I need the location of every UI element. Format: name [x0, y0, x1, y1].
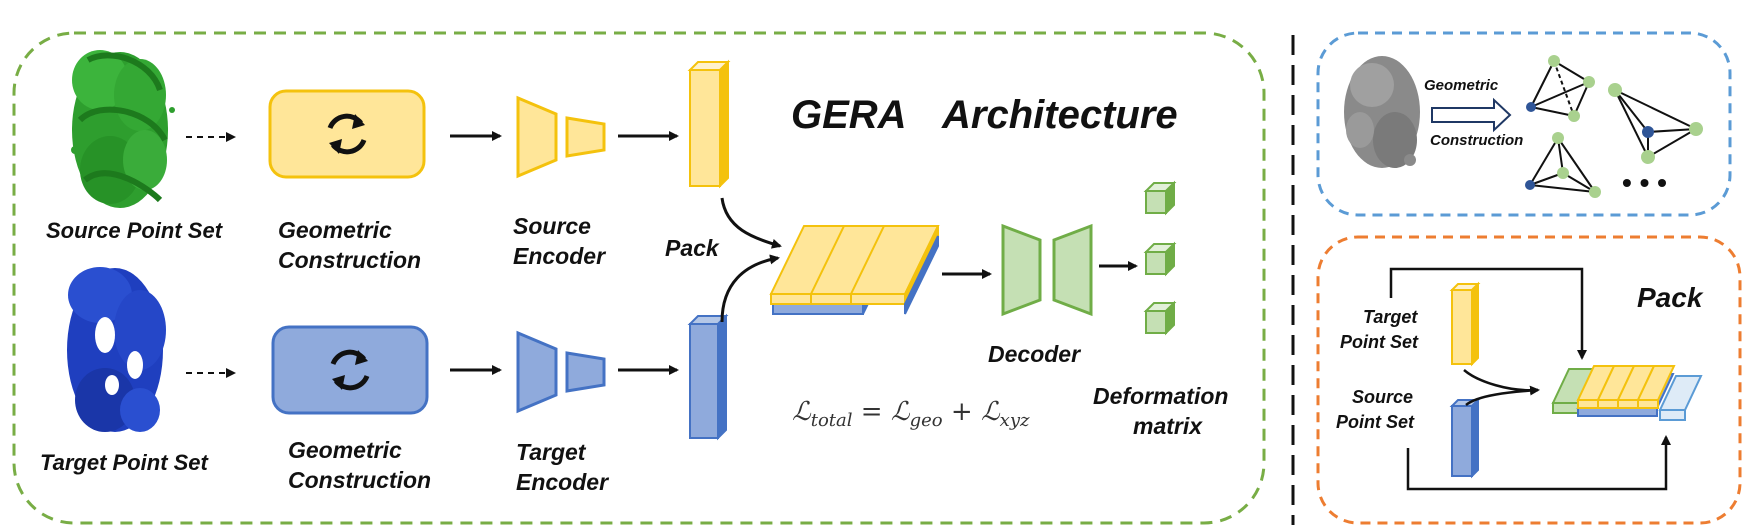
- geometric-panel-border: [1316, 31, 1732, 217]
- packed-tensor: [769, 225, 940, 315]
- pack-panel-bottom-bracket-arrow: [1406, 435, 1671, 491]
- deformation-matrix-cubes: [1143, 180, 1177, 336]
- pack-panel-target-curve: [1463, 369, 1540, 396]
- pack-panel-source-vector: [1449, 397, 1481, 479]
- pack-panel-border: [1316, 235, 1742, 525]
- target-point-set-label: Target Point Set: [40, 450, 210, 475]
- pack-panel-source-curve: [1465, 388, 1539, 407]
- pack-panel-title: Pack: [1637, 282, 1704, 313]
- target-encoder-label-1: Target: [516, 439, 587, 465]
- decoder: [1001, 223, 1093, 317]
- graph-icon: [1608, 83, 1703, 164]
- ellipsis-dots: • • •: [1622, 167, 1667, 198]
- target-geometric-construction-box: [271, 325, 429, 415]
- target-feature-vector: [687, 313, 729, 441]
- pack-panel-source-label-1: Source: [1352, 387, 1413, 407]
- target-geo-construction-label-1: Geometric: [288, 437, 402, 463]
- source-curve-arrow: [720, 197, 782, 249]
- decoder-label: Decoder: [988, 341, 1081, 367]
- source-point-cloud: [71, 50, 175, 208]
- source-feature-vector: [687, 59, 731, 189]
- target-point-cloud: [67, 267, 166, 432]
- pack-panel-top-bracket-arrow: [1389, 267, 1587, 360]
- source-geo-construction-label-2: Construction: [278, 247, 421, 273]
- pack-panel-packed-tensor: [1551, 365, 1703, 421]
- source-encoder-label-2: Encoder: [513, 243, 606, 269]
- deformation-label-1: Deformation: [1093, 383, 1228, 409]
- target-encoder-label-2: Encoder: [516, 469, 609, 495]
- main-panel-border: [12, 31, 1266, 525]
- diagram-title-gera: GERA: [791, 93, 907, 137]
- source-geo-construction-label-1: Geometric: [278, 217, 392, 243]
- source-encoder: [516, 95, 606, 179]
- graph-icon: [1526, 55, 1595, 122]
- target-encoder: [516, 330, 606, 414]
- refresh-icon: [327, 113, 367, 155]
- pack-label: Pack: [665, 235, 720, 261]
- geo-panel-arrow-label-1: Geometric: [1424, 77, 1499, 94]
- target-curve-arrow: [720, 254, 780, 323]
- geo-panel-arrow-label-2: Construction: [1430, 132, 1523, 149]
- pack-panel-target-vector: [1449, 281, 1481, 367]
- brain-mesh: [1344, 56, 1420, 168]
- graph-icon: [1525, 132, 1601, 198]
- diagram-title-architecture: Architecture: [941, 93, 1178, 137]
- pack-panel-source-label-2: Point Set: [1336, 412, 1415, 432]
- target-geo-construction-label-2: Construction: [288, 467, 431, 493]
- source-geometric-construction-box: [268, 89, 426, 179]
- pack-panel-target-label-1: Target: [1363, 307, 1418, 327]
- pack-panel-target-label-2: Point Set: [1340, 332, 1419, 352]
- refresh-icon: [330, 349, 370, 391]
- deformation-label-2: matrix: [1133, 413, 1203, 439]
- source-point-set-label: Source Point Set: [46, 218, 224, 243]
- loss-equation: ℒtotal = ℒgeo + ℒxyz: [792, 397, 1030, 431]
- source-encoder-label-1: Source: [513, 213, 591, 239]
- hollow-right-arrow-icon: [1431, 97, 1512, 133]
